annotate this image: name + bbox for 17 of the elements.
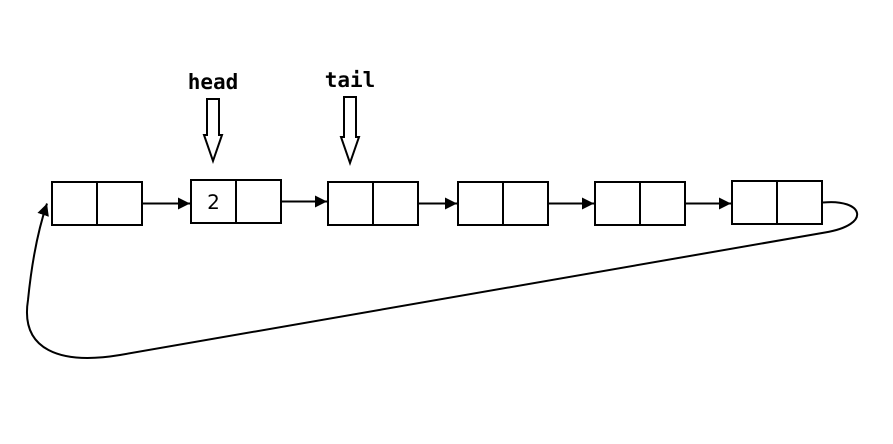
list-node bbox=[731, 180, 823, 225]
hollow-arrow bbox=[202, 98, 224, 164]
pointer-label: tail bbox=[324, 70, 376, 91]
arrow bbox=[419, 198, 457, 210]
node-value: 2 bbox=[207, 190, 220, 214]
pointer-label: head bbox=[188, 72, 238, 93]
arrow bbox=[686, 198, 731, 210]
list-node bbox=[327, 181, 419, 226]
arrow bbox=[26, 201, 858, 359]
arrow bbox=[143, 198, 190, 210]
list-node bbox=[51, 181, 143, 226]
list-node bbox=[457, 181, 549, 226]
list-node bbox=[594, 181, 686, 226]
hollow-arrow bbox=[340, 96, 360, 166]
arrow bbox=[549, 198, 594, 210]
arrow bbox=[282, 196, 327, 208]
list-node bbox=[190, 179, 282, 224]
